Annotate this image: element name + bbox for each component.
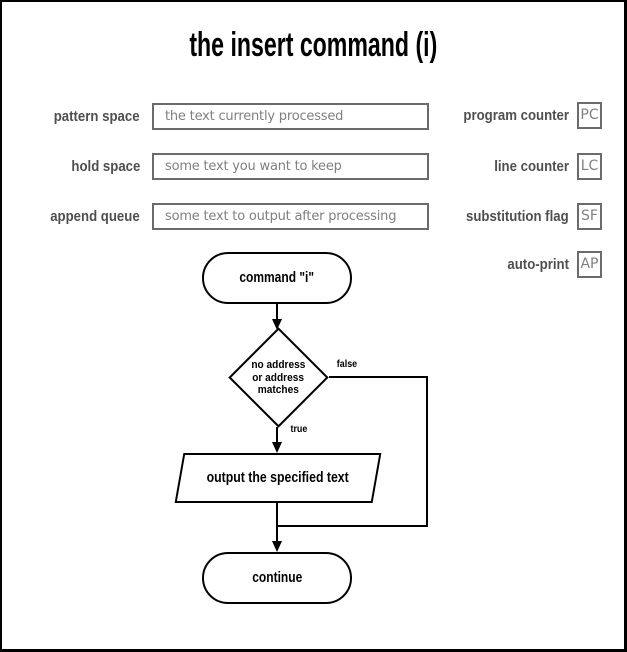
connector-process-end: [276, 503, 278, 542]
append-queue-box: some text to output after processing: [152, 203, 429, 230]
program-counter-box: PC: [577, 102, 602, 129]
hold-space-label: hold space: [71, 158, 140, 175]
line-counter-label: line counter: [494, 158, 569, 175]
substitution-flag-label: substitution flag: [466, 208, 569, 225]
auto-print-box: AP: [577, 251, 602, 278]
false-branch-line-horizontal-top: [329, 376, 428, 378]
true-branch-label: true: [290, 423, 308, 435]
auto-print-label: auto-print: [507, 256, 569, 273]
pattern-space-value: the text currently processed: [165, 109, 344, 124]
false-branch-line-vertical: [426, 376, 428, 527]
start-node: command "i": [202, 252, 352, 304]
line-counter-box: LC: [577, 153, 602, 180]
arrowhead-into-process: [272, 442, 282, 453]
end-node: continue: [202, 552, 352, 604]
process-node-label: output the specified text: [206, 469, 350, 486]
append-queue-label: append queue: [50, 208, 140, 225]
false-branch-label: false: [336, 358, 358, 370]
pattern-space-label: pattern space: [54, 108, 140, 125]
false-branch-line-horizontal-bottom: [278, 525, 428, 527]
arrowhead-into-decision: [272, 319, 282, 330]
connector-decision-process: [276, 427, 278, 443]
end-node-label: continue: [252, 569, 302, 586]
append-queue-value: some text to output after processing: [165, 209, 397, 224]
arrowhead-into-end: [272, 541, 282, 552]
program-counter-label: program counter: [463, 107, 569, 124]
hold-space-box: some text you want to keep: [152, 153, 429, 180]
page-title: the insert command (i): [2, 26, 624, 65]
decision-node-label: no address or address matches: [251, 359, 306, 396]
substitution-flag-box: SF: [577, 203, 602, 230]
page-title-text: the insert command (i): [189, 26, 437, 64]
pattern-space-box: the text currently processed: [152, 103, 429, 130]
connector-start-decision: [276, 304, 278, 321]
hold-space-value: some text you want to keep: [165, 159, 342, 174]
start-node-label: command "i": [239, 269, 315, 286]
